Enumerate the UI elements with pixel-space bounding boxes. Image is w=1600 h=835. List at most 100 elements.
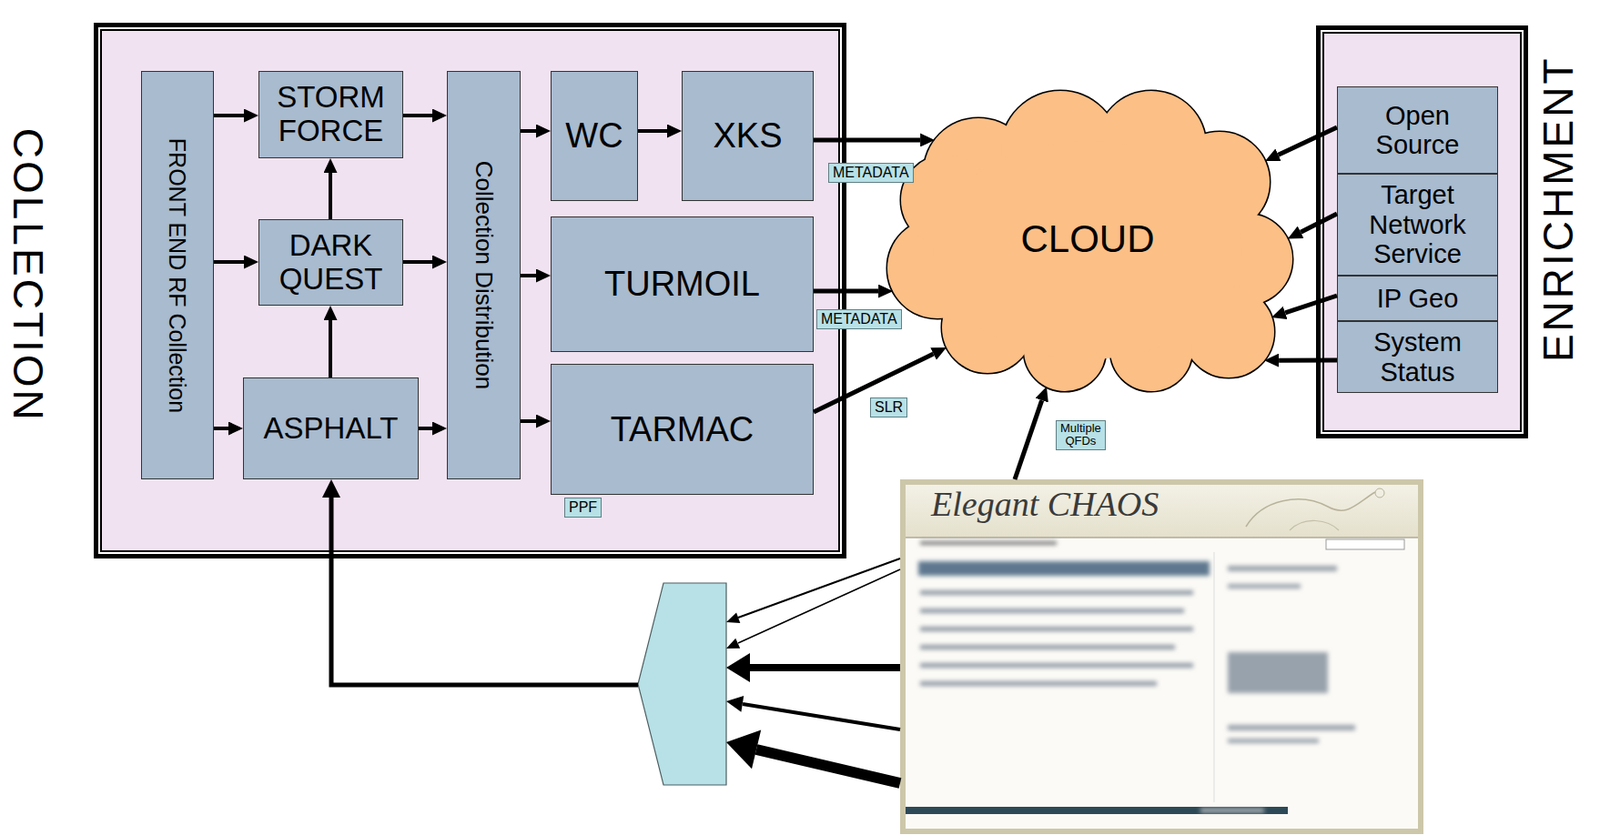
process-box: WC: [550, 70, 638, 202]
blurred-title: [918, 561, 1210, 577]
region-heading: COLLECTION: [3, 128, 51, 424]
blurred-side: [1227, 652, 1328, 694]
source-box: System Status: [1336, 321, 1499, 394]
node-label: Open Source: [1345, 101, 1490, 161]
connector-arrow: [328, 172, 333, 220]
process-box: ASPHALT: [243, 377, 419, 480]
node-label: TARMAC: [610, 410, 755, 450]
feed-arrowhead: [726, 653, 750, 683]
edge-label: Multiple QFDs: [1055, 420, 1106, 451]
blurred-row: [920, 590, 1194, 596]
connector-arrow: [1285, 295, 1337, 314]
feed-arrowhead: [726, 613, 740, 624]
tasking-arrowhead: [322, 479, 341, 498]
footer-bar: [905, 807, 1288, 815]
feed-line: [738, 558, 901, 618]
edge-label: SLR: [870, 397, 908, 418]
blurred-row: [920, 608, 1185, 614]
source-box: IP Geo: [1336, 275, 1499, 322]
node-label: DARK QUEST: [266, 229, 395, 297]
vertical-process-box: FRONT END RF Collection: [141, 70, 214, 480]
connector-arrow: [213, 426, 229, 431]
connector-arrow: [520, 419, 537, 424]
blurred-footer: [1200, 809, 1265, 813]
decorative-swirl: [1289, 520, 1339, 531]
region-panel: COLLECTIONFRONT END RF CollectionSTORM F…: [93, 22, 847, 559]
screenshot-header: [905, 485, 1418, 538]
node-label: Collection Distribution: [470, 161, 497, 390]
blurred-row: [920, 627, 1194, 632]
tasking-line: [331, 496, 638, 686]
connector-arrow: [403, 113, 433, 118]
blurred-side: [1227, 739, 1319, 744]
connector-arrow: [1278, 127, 1337, 155]
connector-arrow: [1300, 213, 1337, 233]
blurred-side: [1227, 566, 1337, 572]
node-label: Elegant CHAOS: [931, 485, 1159, 525]
decorative-swirl: [1375, 488, 1385, 498]
node-label: STORM FORCE: [266, 81, 395, 149]
node-label: CLOUD: [1020, 217, 1155, 261]
process-box: XKS: [681, 70, 814, 202]
edge-label: METADATA: [828, 162, 914, 183]
source-box: Open Source: [1336, 86, 1499, 174]
blob-fill: [932, 141, 1243, 360]
blurred-side: [1227, 725, 1356, 731]
feed-arrowhead: [726, 696, 744, 713]
feed-line: [742, 704, 901, 730]
selector-shape: [637, 583, 727, 786]
feed-line: [756, 749, 901, 784]
search-field: [1326, 539, 1405, 550]
edge-tag: METADATA: [828, 162, 914, 183]
node-label: Target Network Service: [1345, 180, 1490, 269]
blurred-side: [1227, 584, 1301, 589]
region-heading: ENRICHMENT: [1534, 56, 1582, 364]
process-box: DARK QUEST: [258, 219, 404, 306]
blurred-row: [920, 645, 1175, 650]
connector-arrow: [813, 354, 934, 413]
network-blob: CLOUD: [878, 86, 1297, 392]
blurred-row: [920, 681, 1157, 687]
connector-arrow: [520, 273, 537, 278]
screenshot-frame-border: [902, 482, 1421, 832]
tag-label: PPF: [564, 497, 602, 518]
feed-line: [748, 664, 901, 672]
feed-arrowhead: [726, 729, 761, 770]
feed-arrowhead: [726, 638, 740, 649]
process-box: TARMAC: [550, 364, 814, 496]
node-label: ASPHALT: [263, 412, 399, 446]
edge-tag: METADATA: [816, 309, 902, 330]
node-label: XKS: [712, 116, 782, 156]
node-label: FRONT END RF Collection: [164, 137, 191, 413]
process-box: STORM FORCE: [258, 70, 404, 159]
node-label: TURMOIL: [604, 264, 760, 304]
header-rule: [905, 537, 1418, 539]
connector-arrow: [418, 426, 433, 431]
region-panel: ENRICHMENTOpen SourceTarget Network Serv…: [1316, 25, 1529, 439]
edge-tag: SLR: [870, 397, 908, 418]
edge-tag: Multiple QFDs: [1055, 420, 1106, 451]
vertical-process-box: Collection Distribution: [446, 70, 521, 480]
decorative-swirl: [1245, 492, 1376, 527]
blurred-row: [920, 663, 1194, 669]
connector-arrow: [1014, 400, 1043, 480]
node-label: WC: [565, 116, 623, 156]
blurred-nav: [920, 541, 1057, 546]
node-label: IP Geo: [1377, 283, 1459, 314]
source-box: Target Network Service: [1336, 173, 1499, 276]
feed-line: [738, 569, 901, 644]
column-divider: [1214, 552, 1216, 803]
connector-arrow: [213, 113, 244, 118]
connector-arrow: [813, 289, 879, 294]
tag-box: PPF: [564, 497, 602, 518]
connector-arrow: [328, 320, 333, 378]
connector-arrow: [213, 260, 244, 264]
process-box: TURMOIL: [550, 216, 814, 353]
connector-arrow: [813, 137, 921, 142]
edge-label: METADATA: [816, 309, 902, 330]
connector-arrow: [1278, 358, 1337, 364]
node-label: System Status: [1345, 327, 1490, 387]
connector-arrow: [520, 129, 537, 133]
